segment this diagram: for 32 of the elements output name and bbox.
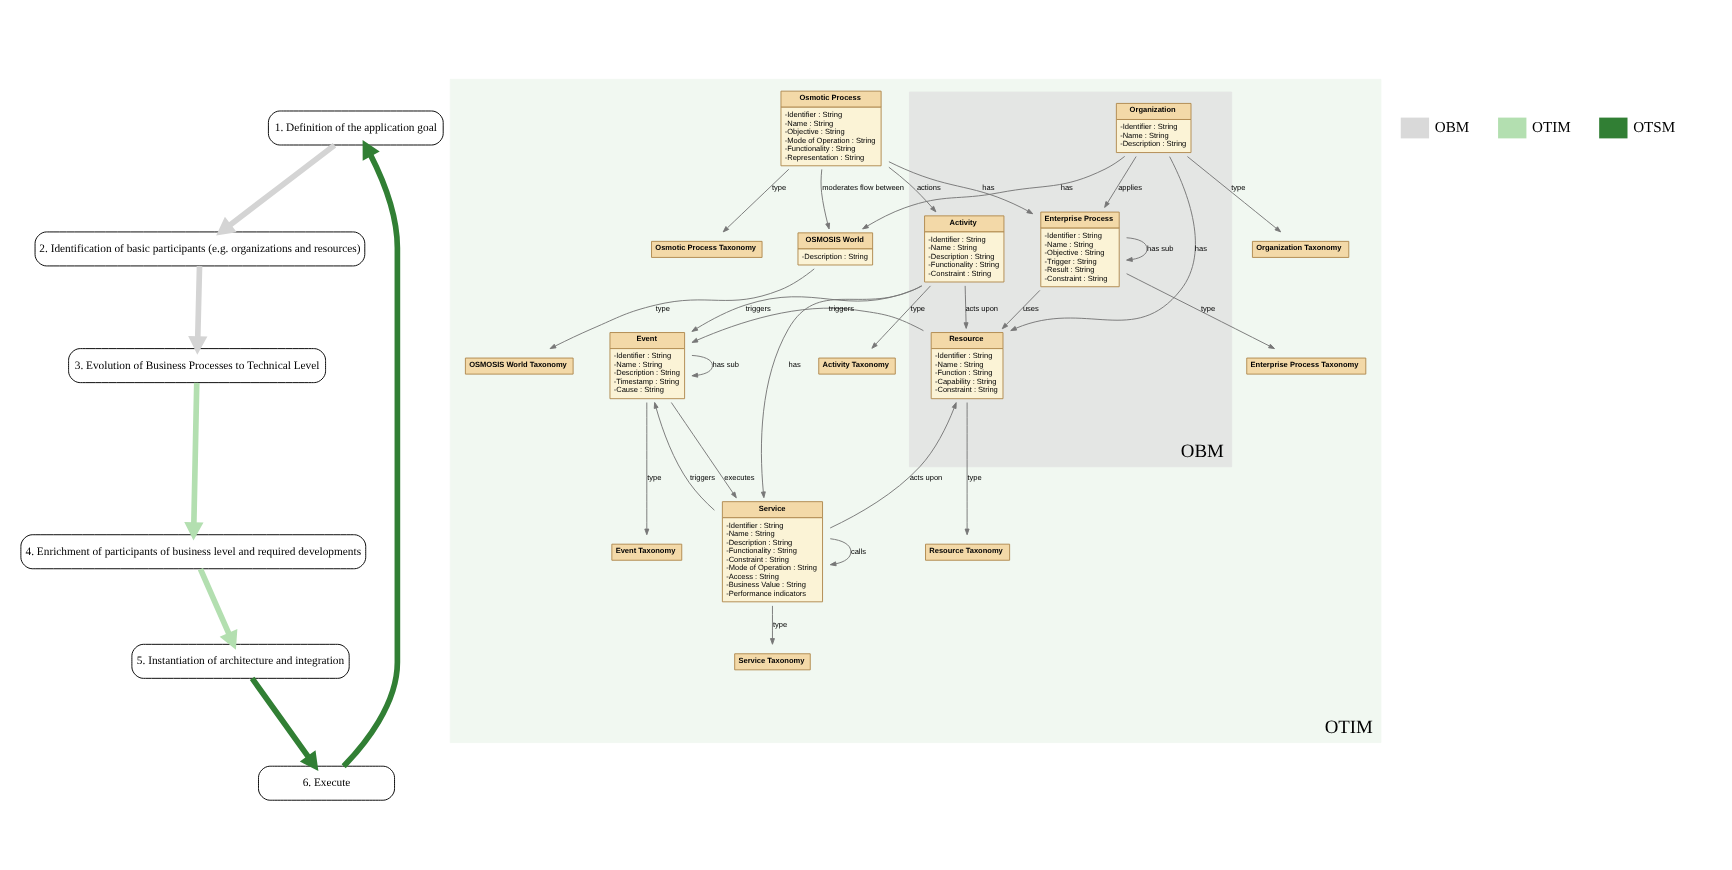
arrow xyxy=(216,142,337,235)
arrow xyxy=(644,401,650,535)
arrow xyxy=(1001,288,1041,329)
arrow xyxy=(1126,236,1148,261)
arrow xyxy=(691,284,923,331)
arrow xyxy=(963,284,969,328)
arrow xyxy=(829,401,957,528)
arrow xyxy=(829,537,852,566)
arrow xyxy=(184,381,204,540)
arrow xyxy=(188,265,208,354)
arrow xyxy=(820,167,831,229)
arrow xyxy=(653,401,715,510)
arrow xyxy=(1010,155,1196,331)
arrow xyxy=(770,604,775,644)
arrow xyxy=(1104,155,1137,207)
legend-label: OBM xyxy=(1434,116,1470,135)
arrow xyxy=(249,675,319,770)
arrow xyxy=(691,306,924,342)
arrow xyxy=(197,566,238,649)
arrow xyxy=(670,401,737,498)
arrow xyxy=(722,167,790,232)
arrow xyxy=(1186,155,1282,232)
arrow xyxy=(871,284,931,348)
arrow xyxy=(1126,272,1275,349)
arrow xyxy=(888,165,937,212)
arrow xyxy=(760,284,922,498)
arrow xyxy=(964,401,970,535)
arrow xyxy=(691,353,713,377)
legend-label: OTIM xyxy=(1532,116,1571,135)
arrow xyxy=(888,160,1034,214)
legend-label: OTSM xyxy=(1633,116,1676,135)
arrow xyxy=(341,138,401,768)
